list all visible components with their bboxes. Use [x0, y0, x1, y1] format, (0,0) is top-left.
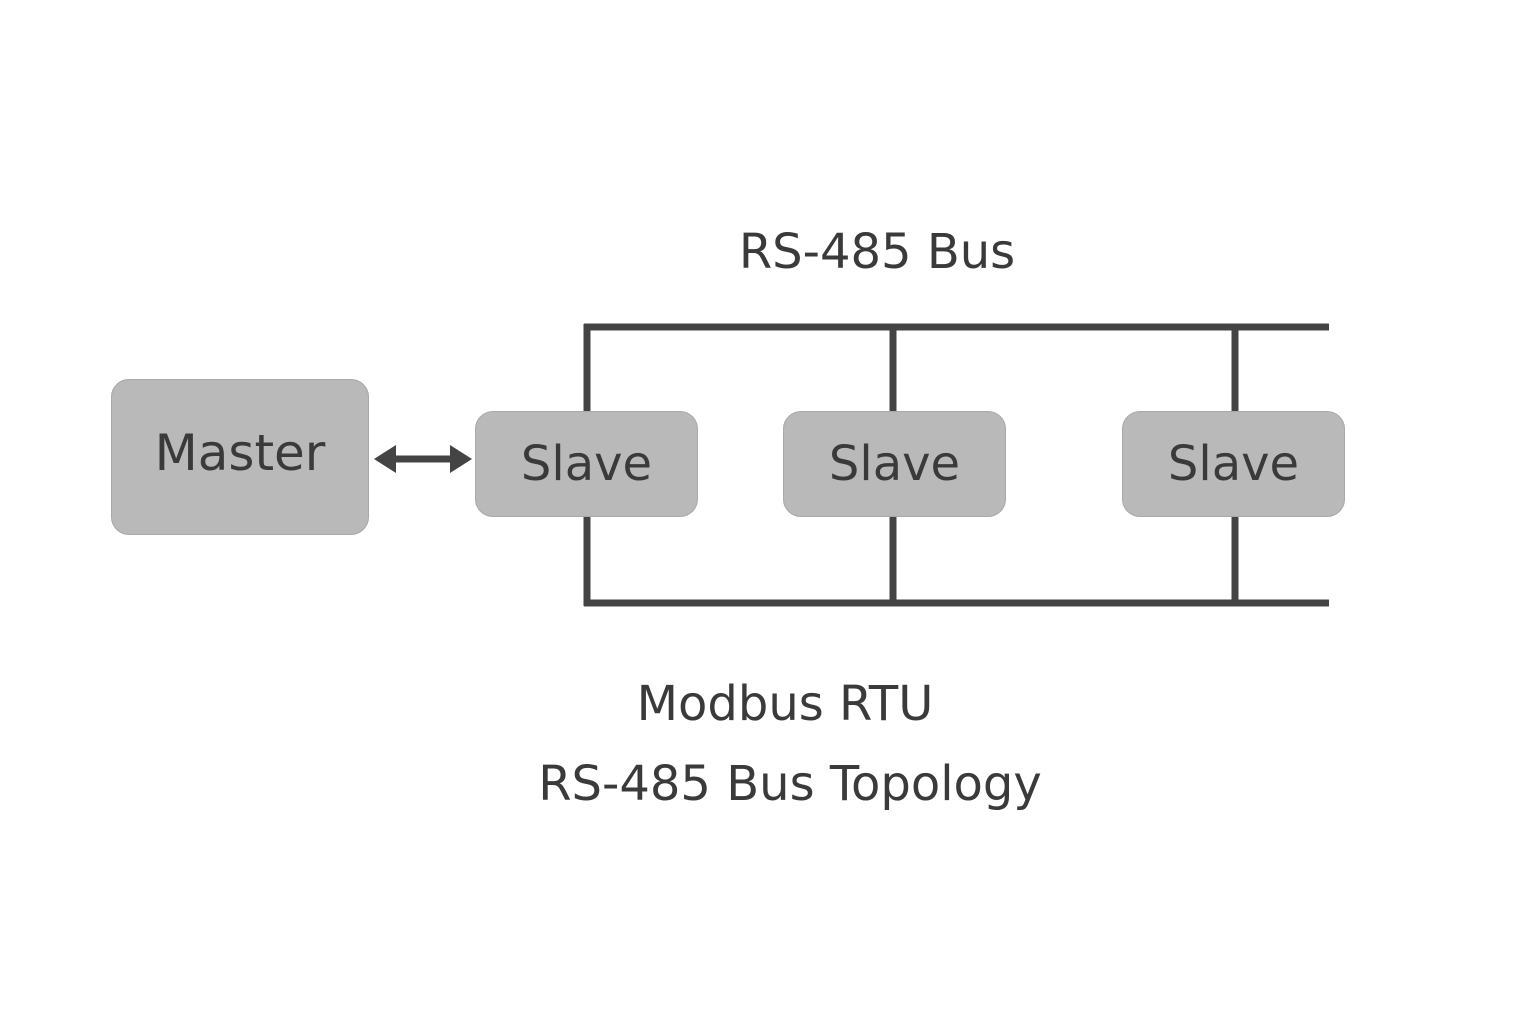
bus-label: RS-485 Bus: [738, 224, 1016, 280]
bidirectional-arrow: [374, 445, 472, 473]
slave-label: Slave: [828, 436, 961, 492]
master-node: Master: [111, 379, 369, 535]
slave-label: Slave: [1167, 436, 1300, 492]
slave-node-1: Slave: [475, 411, 698, 517]
slave-node-2: Slave: [783, 411, 1006, 517]
caption-topology: RS-485 Bus Topology: [538, 756, 1042, 812]
slave-node-3: Slave: [1122, 411, 1345, 517]
slave-label: Slave: [520, 436, 653, 492]
caption-protocol: Modbus RTU: [636, 676, 934, 732]
master-label: Master: [154, 424, 326, 482]
